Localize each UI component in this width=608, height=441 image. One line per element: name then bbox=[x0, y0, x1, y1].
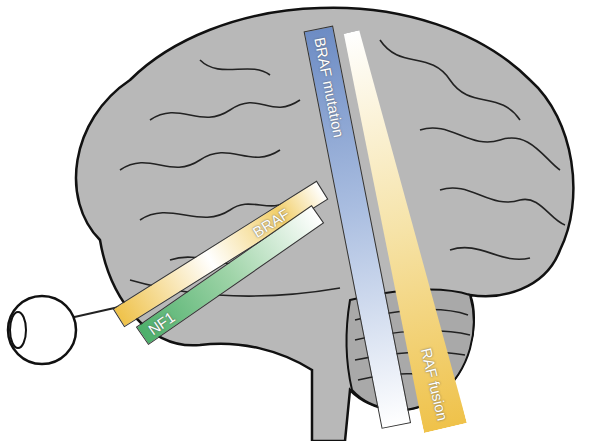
eye-iris bbox=[10, 312, 26, 348]
eye-globe bbox=[8, 296, 76, 364]
brain-outline bbox=[76, 8, 573, 441]
